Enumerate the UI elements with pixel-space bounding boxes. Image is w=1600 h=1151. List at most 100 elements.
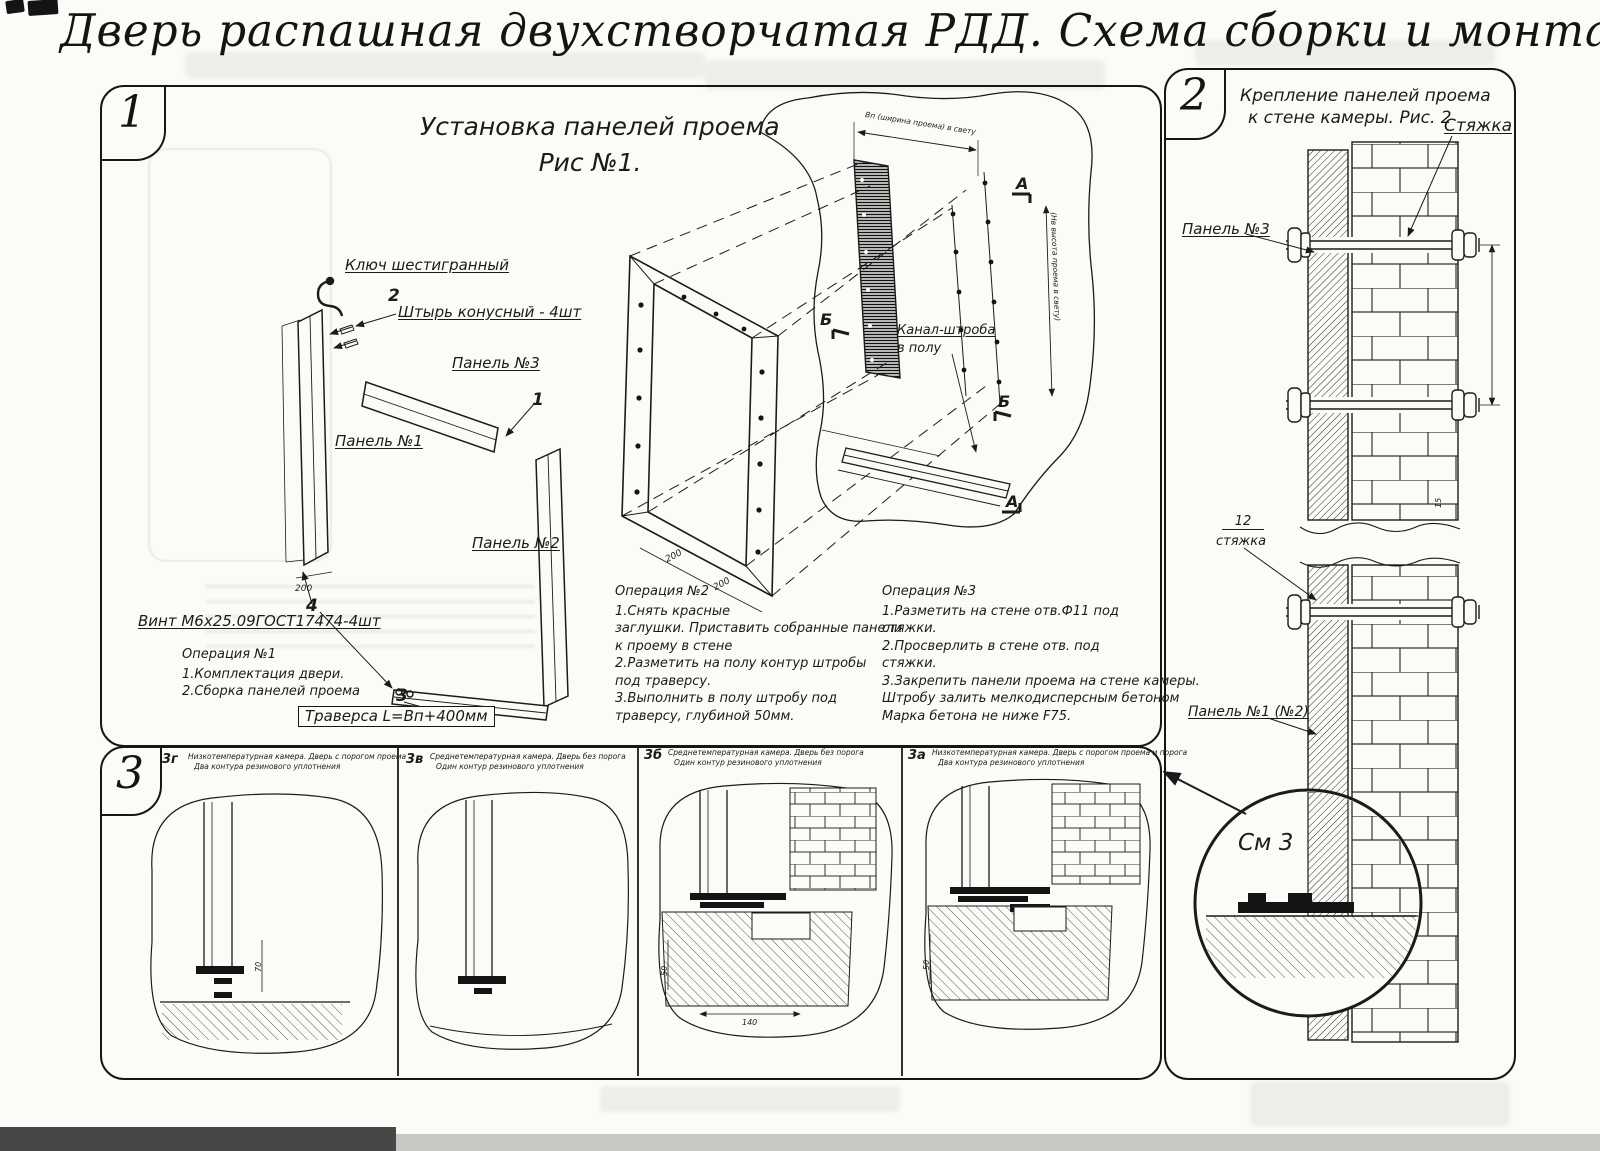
dim-200-a: 200 [295, 584, 313, 594]
label-traverse: Траверса L=Вп+400мм [298, 706, 495, 727]
label-channel-line1: Канал-штроба [897, 323, 996, 338]
op3-title: Операция №3 [882, 584, 976, 599]
section-mark-b-left: Б [820, 310, 833, 329]
hex-key-icon [316, 279, 344, 317]
label-tie-top: Стяжка [1444, 116, 1512, 136]
op1-line: 1.Комплектация двери. [182, 666, 345, 682]
section-id-3b: 3б [644, 748, 663, 763]
label-pin: Штырь конусный - 4шт [398, 303, 582, 321]
panel-2-number: 2 [1164, 68, 1226, 140]
op2-title: Операция №2 [615, 584, 709, 599]
ghost-box [148, 148, 332, 562]
op3-line: стяжки. [882, 621, 937, 636]
label-panel2: Панель №2 [472, 534, 560, 552]
op2-line: 3.Выполнить в полу штробу под [615, 691, 838, 706]
op1-line: 2.Сборка панелей проема [182, 684, 360, 699]
detail-3g [150, 793, 383, 1054]
caption-3a-line1: Низкотемпературная камера. Дверь с порог… [932, 748, 1188, 757]
panel1-title-line1: Установка панелей проема [420, 112, 780, 141]
section-mark-a-bottom: А [1006, 492, 1019, 511]
detail-3b [658, 782, 893, 1038]
scan-bar-dark [0, 1127, 396, 1151]
operation-3: Операция №3 1.Разметить на стене отв.Ф11… [882, 583, 1200, 725]
ghost-smudge [1195, 40, 1495, 66]
label-screw: Винт М6х25.09ГОСТ17474-4шт [138, 612, 381, 630]
sheet-title: Дверь распашная двухстворчатая РДД. Схем… [60, 4, 1600, 57]
caption-3b-line1: Среднетемпературная камера. Дверь без по… [668, 748, 864, 757]
op1-title: Операция №1 [182, 647, 276, 662]
scan-bar-light [0, 1134, 1600, 1151]
label-see3: См 3 [1238, 830, 1294, 856]
detail-3v [415, 791, 629, 1050]
callout-3: 3 [396, 686, 408, 706]
dim-50-a: 50 [660, 965, 669, 976]
section-id-3g: 3г [162, 752, 178, 767]
op2-line: 1.Снять красные [615, 603, 731, 619]
panel1-title-line2: Рис №1. [538, 148, 642, 177]
label-tie-num: 12 [1222, 514, 1264, 530]
caption-3v-line1: Среднетемпературная камера. Дверь без по… [430, 752, 626, 761]
section-id-3v: 3в [406, 752, 424, 767]
caption-3g-line2: Два контура резинового уплотнения [194, 762, 341, 771]
label-hex-key: Ключ шестигранный [345, 256, 509, 274]
op3-line: 2.Просверлить в стене отв. под [882, 638, 1100, 654]
section-id-3a: 3а [908, 748, 926, 763]
caption-3a-line2: Два контура резинового уплотнения [938, 758, 1085, 767]
scan-mark [27, 0, 59, 17]
dim-15: 15 [1434, 497, 1443, 508]
panel-1-number: 1 [100, 85, 166, 161]
callout-4: 4 [306, 596, 318, 616]
ghost-lines [205, 585, 535, 657]
scan-mark [5, 0, 25, 15]
detail-3a [924, 778, 1151, 1030]
dim-200-b: 200 [664, 548, 684, 565]
exploded-view [281, 276, 569, 721]
dim-50-b: 50 [922, 959, 931, 970]
wall-opening [759, 91, 1096, 528]
caption-3g-line1: Низкотемпературная камера. Дверь с порог… [188, 752, 407, 761]
dim-70: 70 [254, 961, 263, 972]
caption-3b-line2: Один контур резинового уплотнения [674, 758, 822, 767]
op2-line: заглушки. Приставить собранные панели [615, 621, 903, 636]
see3-arrow [1162, 771, 1247, 815]
label-panel1: Панель №1 [335, 432, 423, 450]
threshold-profile [1238, 893, 1354, 913]
op2-line: под траверсу. [615, 673, 712, 689]
label-panel3: Панель №3 [452, 354, 540, 372]
panel2-title-line1: Крепление панелей проема [1240, 86, 1491, 106]
panel-3-number: 3 [100, 746, 162, 816]
op2-line: траверсу, глубиной 50мм. [615, 708, 795, 724]
section-flags [831, 192, 1032, 514]
ghost-smudge [1250, 1082, 1510, 1126]
op2-line: 2.Разметить на полу контур штробы [615, 656, 867, 671]
op3-line: 3.Закрепить панели проема на стене камер… [882, 673, 1200, 689]
ghost-smudge [600, 1086, 900, 1112]
label-panel12: Панель №1 (№2) [1188, 704, 1309, 720]
label-panel3-wall: Панель №3 [1182, 220, 1270, 238]
panel-2-frame [1164, 68, 1516, 1080]
floor-details [150, 746, 1151, 1076]
insulation-panel-upper [1307, 149, 1349, 521]
label-tie-word: стяжка [1216, 534, 1267, 549]
section-mark-b-right: Б [998, 392, 1011, 411]
op3-line: 1.Разметить на стене отв.Ф11 под [882, 603, 1119, 619]
tie-bolt [1286, 227, 1480, 263]
dim-140: 140 [742, 1018, 758, 1027]
ghost-smudge [185, 52, 705, 78]
caption-3v-line2: Один контур резинового уплотнения [436, 762, 584, 771]
op3-line: Штробу залить мелкодисперсным бетоном [882, 691, 1180, 706]
op3-line: стяжки. [882, 656, 937, 671]
dim-height-right: (Нв высота проема в свету) [1049, 212, 1062, 322]
callout-1: 1 [532, 390, 544, 410]
op2-line: к проему в стене [615, 638, 733, 654]
panel-3-frame [100, 746, 1162, 1080]
operation-1: Операция №1 1.Комплектация двери. 2.Сбор… [182, 646, 360, 701]
dim-width-top: Вп (ширина проема) в свету [864, 110, 977, 137]
section-mark-a-top: А [1016, 174, 1029, 193]
operation-2: Операция №2 1.Снять красные заглушки. Пр… [615, 583, 902, 725]
